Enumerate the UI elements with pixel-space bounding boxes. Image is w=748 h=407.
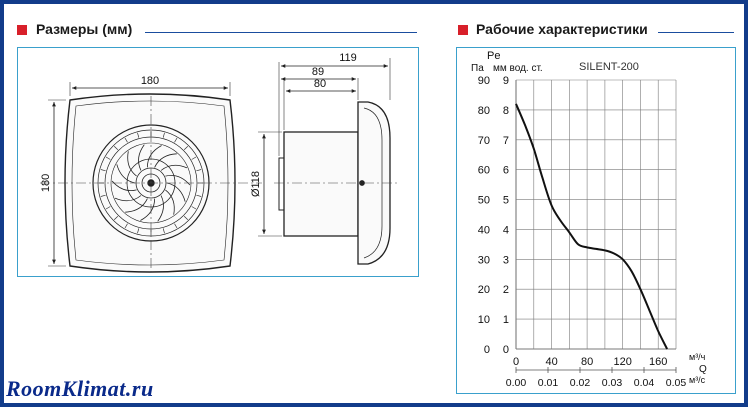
y-tick-pa: 10 [478,314,490,326]
y-tick-mm: 3 [503,254,509,266]
y-tick-mm: 6 [503,165,509,177]
impeller-blade [138,144,145,171]
xunit-m3h: м³/ч [689,352,706,362]
grille-slot [162,132,165,138]
x-tick-m3h: 80 [581,356,593,368]
impeller-blade [127,151,137,177]
ylabel-top: Pe [487,50,500,62]
performance-title: Рабочие характеристики [476,21,648,37]
impeller-blades [111,144,191,222]
y-tick-pa: 70 [478,135,490,147]
grille-slot [137,228,140,234]
impeller-blade [165,189,175,215]
x-tick-m3h: 120 [614,356,632,368]
impeller-blade [166,182,186,202]
series-curve [515,103,668,350]
xlabel-q: Q [699,364,707,375]
grille-slot [100,169,106,172]
grille-slot [162,228,165,234]
chart-grid [515,79,677,350]
y-tick-pa: 30 [478,254,490,266]
y-tick-pa: 50 [478,195,490,207]
x-tick-m3s: 0.00 [506,377,527,389]
grille-slot [100,194,106,197]
dim-height-label: 180 [40,174,52,192]
impeller-blade [116,164,136,184]
grille-slot [191,206,197,210]
x-tick-m3h: 0 [513,356,519,368]
x-tick-m3s: 0.04 [634,377,655,389]
y-tick-mm: 2 [503,284,509,296]
x-tick-m3s: 0.02 [570,377,591,389]
grille-slot [174,137,178,143]
dimensions-marker-icon [17,25,27,35]
grille-slot [124,223,128,229]
grille-slot [113,215,119,221]
impeller-blade [160,164,188,171]
x-tick-m3s: 0.01 [538,377,559,389]
dimensions-panel: 180 180 119 89 80 Ø118 [17,47,419,277]
y-tick-mm: 1 [503,314,509,326]
grille-slot [105,206,111,210]
dim-depth-mid-label: 89 [312,66,324,78]
grille-slot [196,194,202,197]
model-label: SILENT-200 [579,61,639,73]
x-tick-m3h: 160 [649,356,667,368]
grille-slot [191,156,197,160]
x-tick-m3h: 40 [545,356,557,368]
y-tick-pa: 80 [478,105,490,117]
dim-width-label: 180 [141,75,159,87]
grille-slot [196,169,202,172]
impeller-blade [114,195,142,202]
dimensions-title: Размеры (мм) [36,21,133,37]
y-tick-mm: 4 [503,224,509,236]
ylabel-mm: мм вод. ст. [493,63,543,74]
y-tick-mm: 5 [503,195,509,207]
dim-depth-body-label: 80 [314,78,326,90]
y-tick-pa: 40 [478,224,490,236]
impeller-blade [157,195,164,222]
y-tick-mm: 7 [503,135,509,147]
grille-slot [113,145,119,151]
xunit-m3s: м³/с [689,375,706,385]
performance-title-rule [658,32,734,33]
x-tick-m3s: 0.05 [666,377,687,389]
y-tick-pa: 60 [478,165,490,177]
y-tick-mm: 8 [503,105,509,117]
dimensions-drawing: 180 180 119 89 80 Ø118 [40,52,400,273]
ylabel-pa: Па [471,63,484,74]
grille-slot [183,215,189,221]
grille-slot [183,145,189,151]
impeller-blade [154,153,177,168]
dim-diameter-label: Ø118 [250,171,262,197]
y-tick-mm: 0 [503,344,509,356]
performance-marker-icon [458,25,468,35]
y-tick-mm: 9 [503,75,509,87]
y-tick-pa: 90 [478,75,490,87]
dim-depth-total-label: 119 [339,52,357,64]
grille-slot [174,223,178,229]
grille-slot [137,132,140,138]
grille-slot [105,156,111,160]
dimensions-title-rule [145,32,417,33]
watermark-logo: RoomKlimat.ru [6,376,154,401]
y-tick-pa: 0 [484,344,490,356]
grille-slot [124,137,128,143]
y-tick-pa: 20 [478,284,490,296]
x-tick-m3s: 0.03 [602,377,623,389]
impeller-blade [125,198,148,213]
